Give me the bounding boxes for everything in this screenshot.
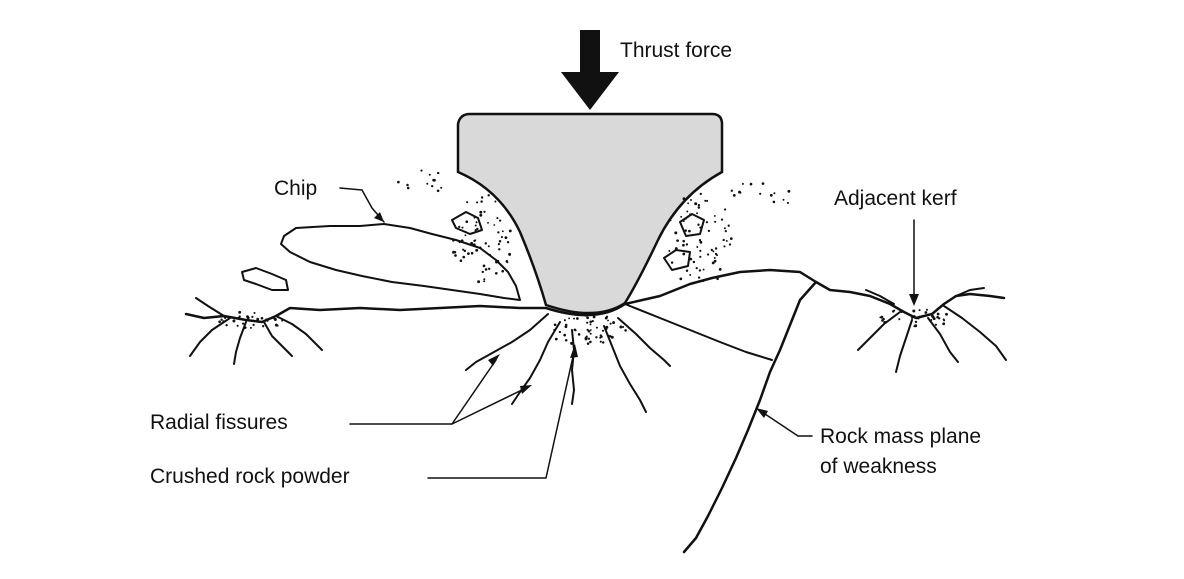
crushed-rock-powder [218, 169, 948, 345]
left-kerf-fissures [189, 297, 323, 365]
radial-fissures-label: Radial fissures [150, 411, 288, 434]
rock-surface [184, 268, 1006, 324]
plane-of-weakness-label-line1: Rock mass plane [820, 425, 982, 448]
chip [280, 223, 521, 301]
thrust-force-label: Thrust force [620, 39, 733, 62]
lateral-crack [624, 303, 773, 361]
disc-cutter [456, 112, 724, 315]
crushed-rock-powder-label: Crushed rock powder [150, 465, 350, 488]
thrust-force-arrow [561, 30, 619, 110]
plane-of-weakness [682, 280, 818, 554]
leader-lines [339, 187, 919, 479]
right-kerf-fissures [857, 287, 1007, 373]
fragment-right-1 [679, 213, 705, 237]
fragment-left [451, 211, 483, 235]
adjacent-kerf-label: Adjacent kerf [834, 187, 957, 210]
fragment-right-2 [663, 249, 691, 271]
radial-fissures [465, 313, 671, 413]
chip-fragment [241, 267, 289, 291]
chip-label: Chip [274, 177, 318, 200]
plane-of-weakness-label-line2: of weakness [820, 455, 937, 478]
